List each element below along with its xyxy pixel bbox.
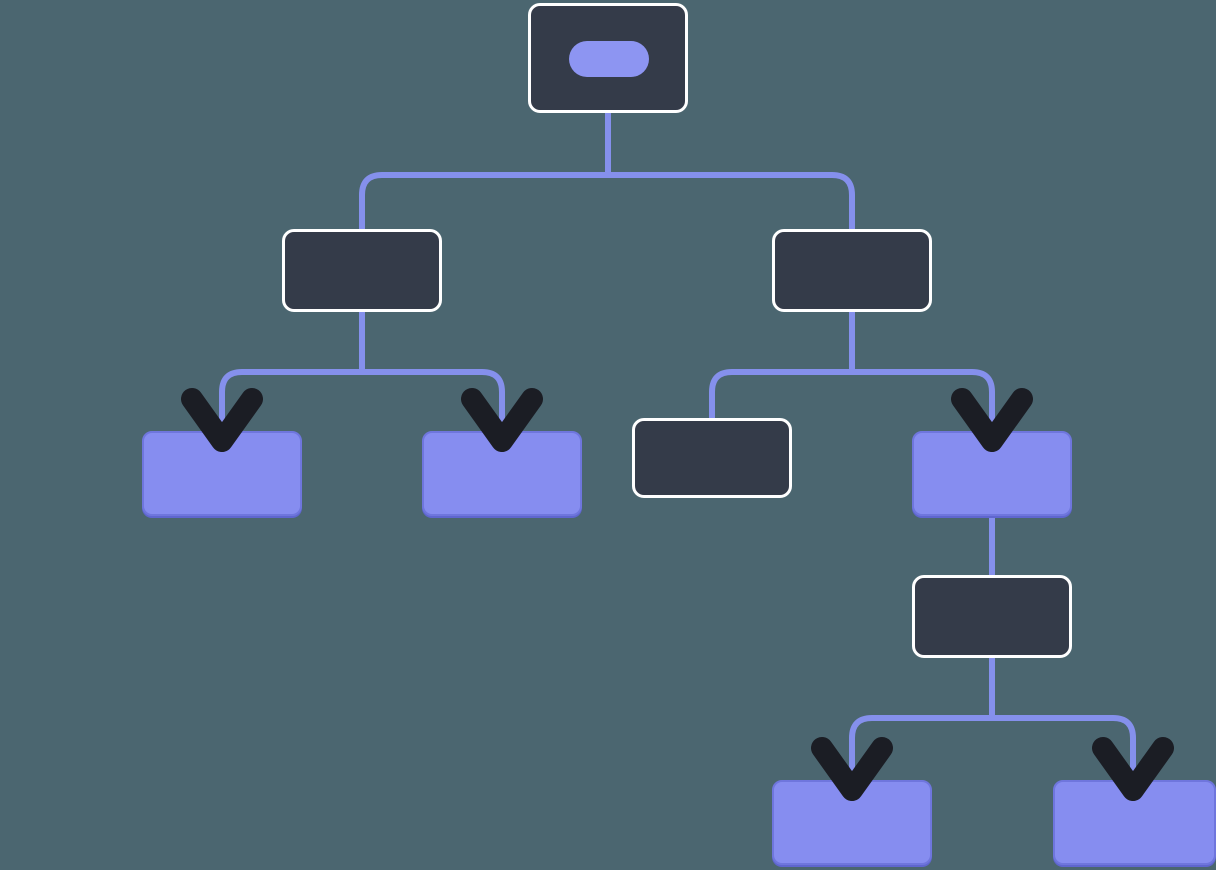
node-pill-marker [569,41,649,77]
edge-e-l2left-leafa [219,312,365,448]
node-l3-leaf-c[interactable] [912,431,1072,516]
node-l4-dark[interactable] [912,575,1072,658]
node-l3-dark[interactable] [632,418,792,498]
node-l5-leaf-a[interactable] [772,780,932,865]
edge-e-l2right-dark [709,312,855,420]
node-l2-left[interactable] [282,229,442,312]
node-l3-leaf-b[interactable] [422,431,582,516]
node-l3-leaf-a[interactable] [142,431,302,516]
node-root[interactable] [528,3,688,113]
edge-e-l4dark-leafa [849,658,995,797]
node-l2-right[interactable] [772,229,932,312]
node-l5-leaf-b[interactable] [1053,780,1216,865]
